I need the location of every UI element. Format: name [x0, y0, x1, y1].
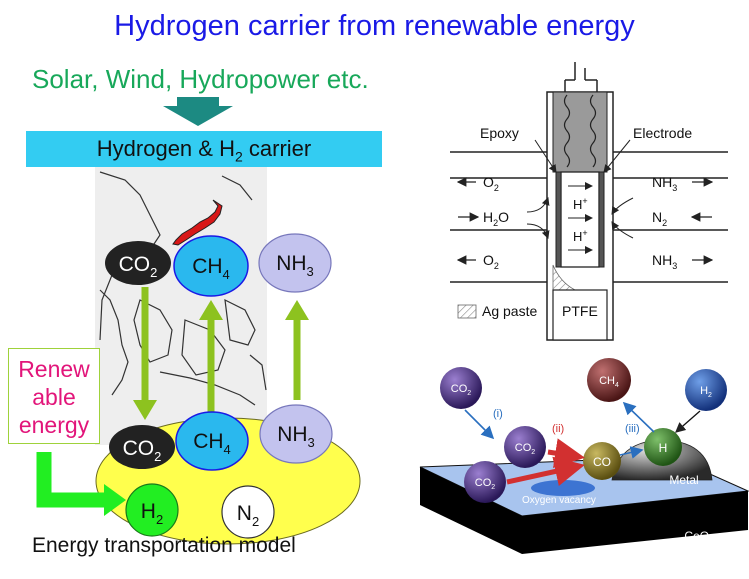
top-nh3: NH3 [258, 233, 332, 293]
svg-text:CO: CO [593, 455, 611, 469]
svg-text:PTFE: PTFE [562, 303, 598, 319]
svg-text:Ag paste: Ag paste [482, 303, 537, 319]
electrochemical-cell [450, 62, 728, 341]
svg-text:Oxygen vacancy: Oxygen vacancy [522, 495, 596, 506]
japan-shape [172, 199, 223, 246]
transport-model-caption: Energy transportation model [32, 534, 296, 557]
svg-text:NH3: NH3 [652, 174, 677, 193]
svg-text:CO2: CO2 [475, 477, 496, 491]
energy-sources-label: Solar, Wind, Hydropower etc. [32, 64, 369, 94]
svg-text:O2: O2 [483, 252, 499, 271]
svg-text:N2: N2 [652, 209, 667, 228]
renewable-energy-box: Renew able energy [8, 348, 100, 444]
bottom-co2: CO2 [109, 425, 175, 469]
svg-text:(ii): (ii) [552, 423, 564, 435]
map-band [95, 167, 267, 445]
svg-text:Electrode: Electrode [633, 125, 692, 141]
svg-text:O2: O2 [483, 174, 499, 193]
svg-text:CO2: CO2 [515, 442, 536, 456]
svg-text:(iii): (iii) [625, 423, 640, 435]
renewable-line-3: energy [18, 412, 90, 438]
catalyst-illustration [419, 358, 749, 554]
renewable-to-h2-arrow [36, 452, 126, 516]
svg-text:Metal: Metal [669, 473, 698, 487]
catalyst-labels: CO2 CO2 CO2 CH4 H2 CO H Metal CeO2 [451, 375, 714, 545]
renewable-line-1: Renew [18, 356, 90, 382]
svg-text:H: H [659, 441, 668, 455]
carrier-bar-sub: 2 [234, 148, 243, 165]
bottom-h2: H2 [125, 483, 179, 537]
svg-text:CeO2: CeO2 [684, 529, 714, 545]
top-co2-label: CO [119, 253, 151, 276]
svg-text:H2O: H2O [483, 209, 509, 228]
source-down-arrow [163, 97, 233, 126]
carrier-bar-prefix: Hydrogen & H [96, 136, 235, 161]
svg-text:CO2: CO2 [451, 383, 472, 397]
svg-text:NH3: NH3 [276, 252, 314, 279]
svg-text:NH3: NH3 [652, 252, 677, 271]
svg-text:(i): (i) [493, 408, 503, 420]
bottom-nh3: NH3 [259, 404, 333, 464]
asia-map [99, 171, 267, 406]
page-title: Hydrogen carrier from renewable energy [114, 10, 635, 42]
bottom-ch4: CH4 [175, 411, 249, 471]
svg-text:H2: H2 [700, 385, 712, 399]
svg-text:Epoxy: Epoxy [480, 125, 519, 141]
catalyst-step-labels: (i) (ii) (iii) Oxygen vacancy [493, 408, 640, 506]
svg-text:CH4: CH4 [599, 375, 619, 389]
top-co2: CO2 [105, 241, 171, 285]
green-arrows [133, 287, 309, 420]
svg-text:CO2: CO2 [119, 253, 158, 280]
oxygen-vacancy-spot [531, 480, 595, 496]
renewable-line-2: able [32, 384, 76, 410]
bottom-n2: N2 [221, 485, 275, 539]
carrier-bar-suffix: carrier [242, 136, 312, 161]
top-ch4: CH4 [173, 235, 249, 297]
hydrogen-carrier-bar: Hydrogen & H2 carrier [26, 131, 382, 167]
